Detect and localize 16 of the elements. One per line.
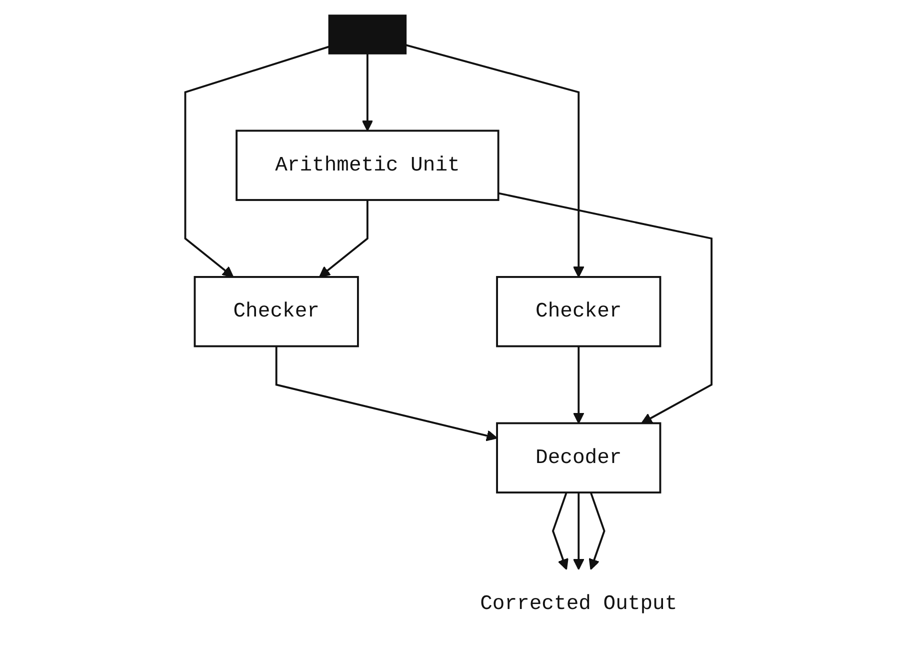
node-bar xyxy=(328,14,407,54)
node-box: Checker xyxy=(496,276,662,348)
arrow xyxy=(362,54,374,132)
arrow xyxy=(406,44,584,278)
arrow xyxy=(588,492,606,570)
arrow xyxy=(498,192,713,424)
node-box: Arithmetic Unit xyxy=(236,130,500,201)
node-box: Checker xyxy=(194,276,359,348)
arrow xyxy=(573,346,584,424)
arrow xyxy=(184,46,330,278)
node-box: Decoder xyxy=(496,422,662,494)
node-text: Corrected Output xyxy=(480,592,678,616)
arrow xyxy=(573,492,584,570)
arrow xyxy=(319,200,368,278)
arrow xyxy=(275,346,498,442)
arrow xyxy=(552,492,568,570)
